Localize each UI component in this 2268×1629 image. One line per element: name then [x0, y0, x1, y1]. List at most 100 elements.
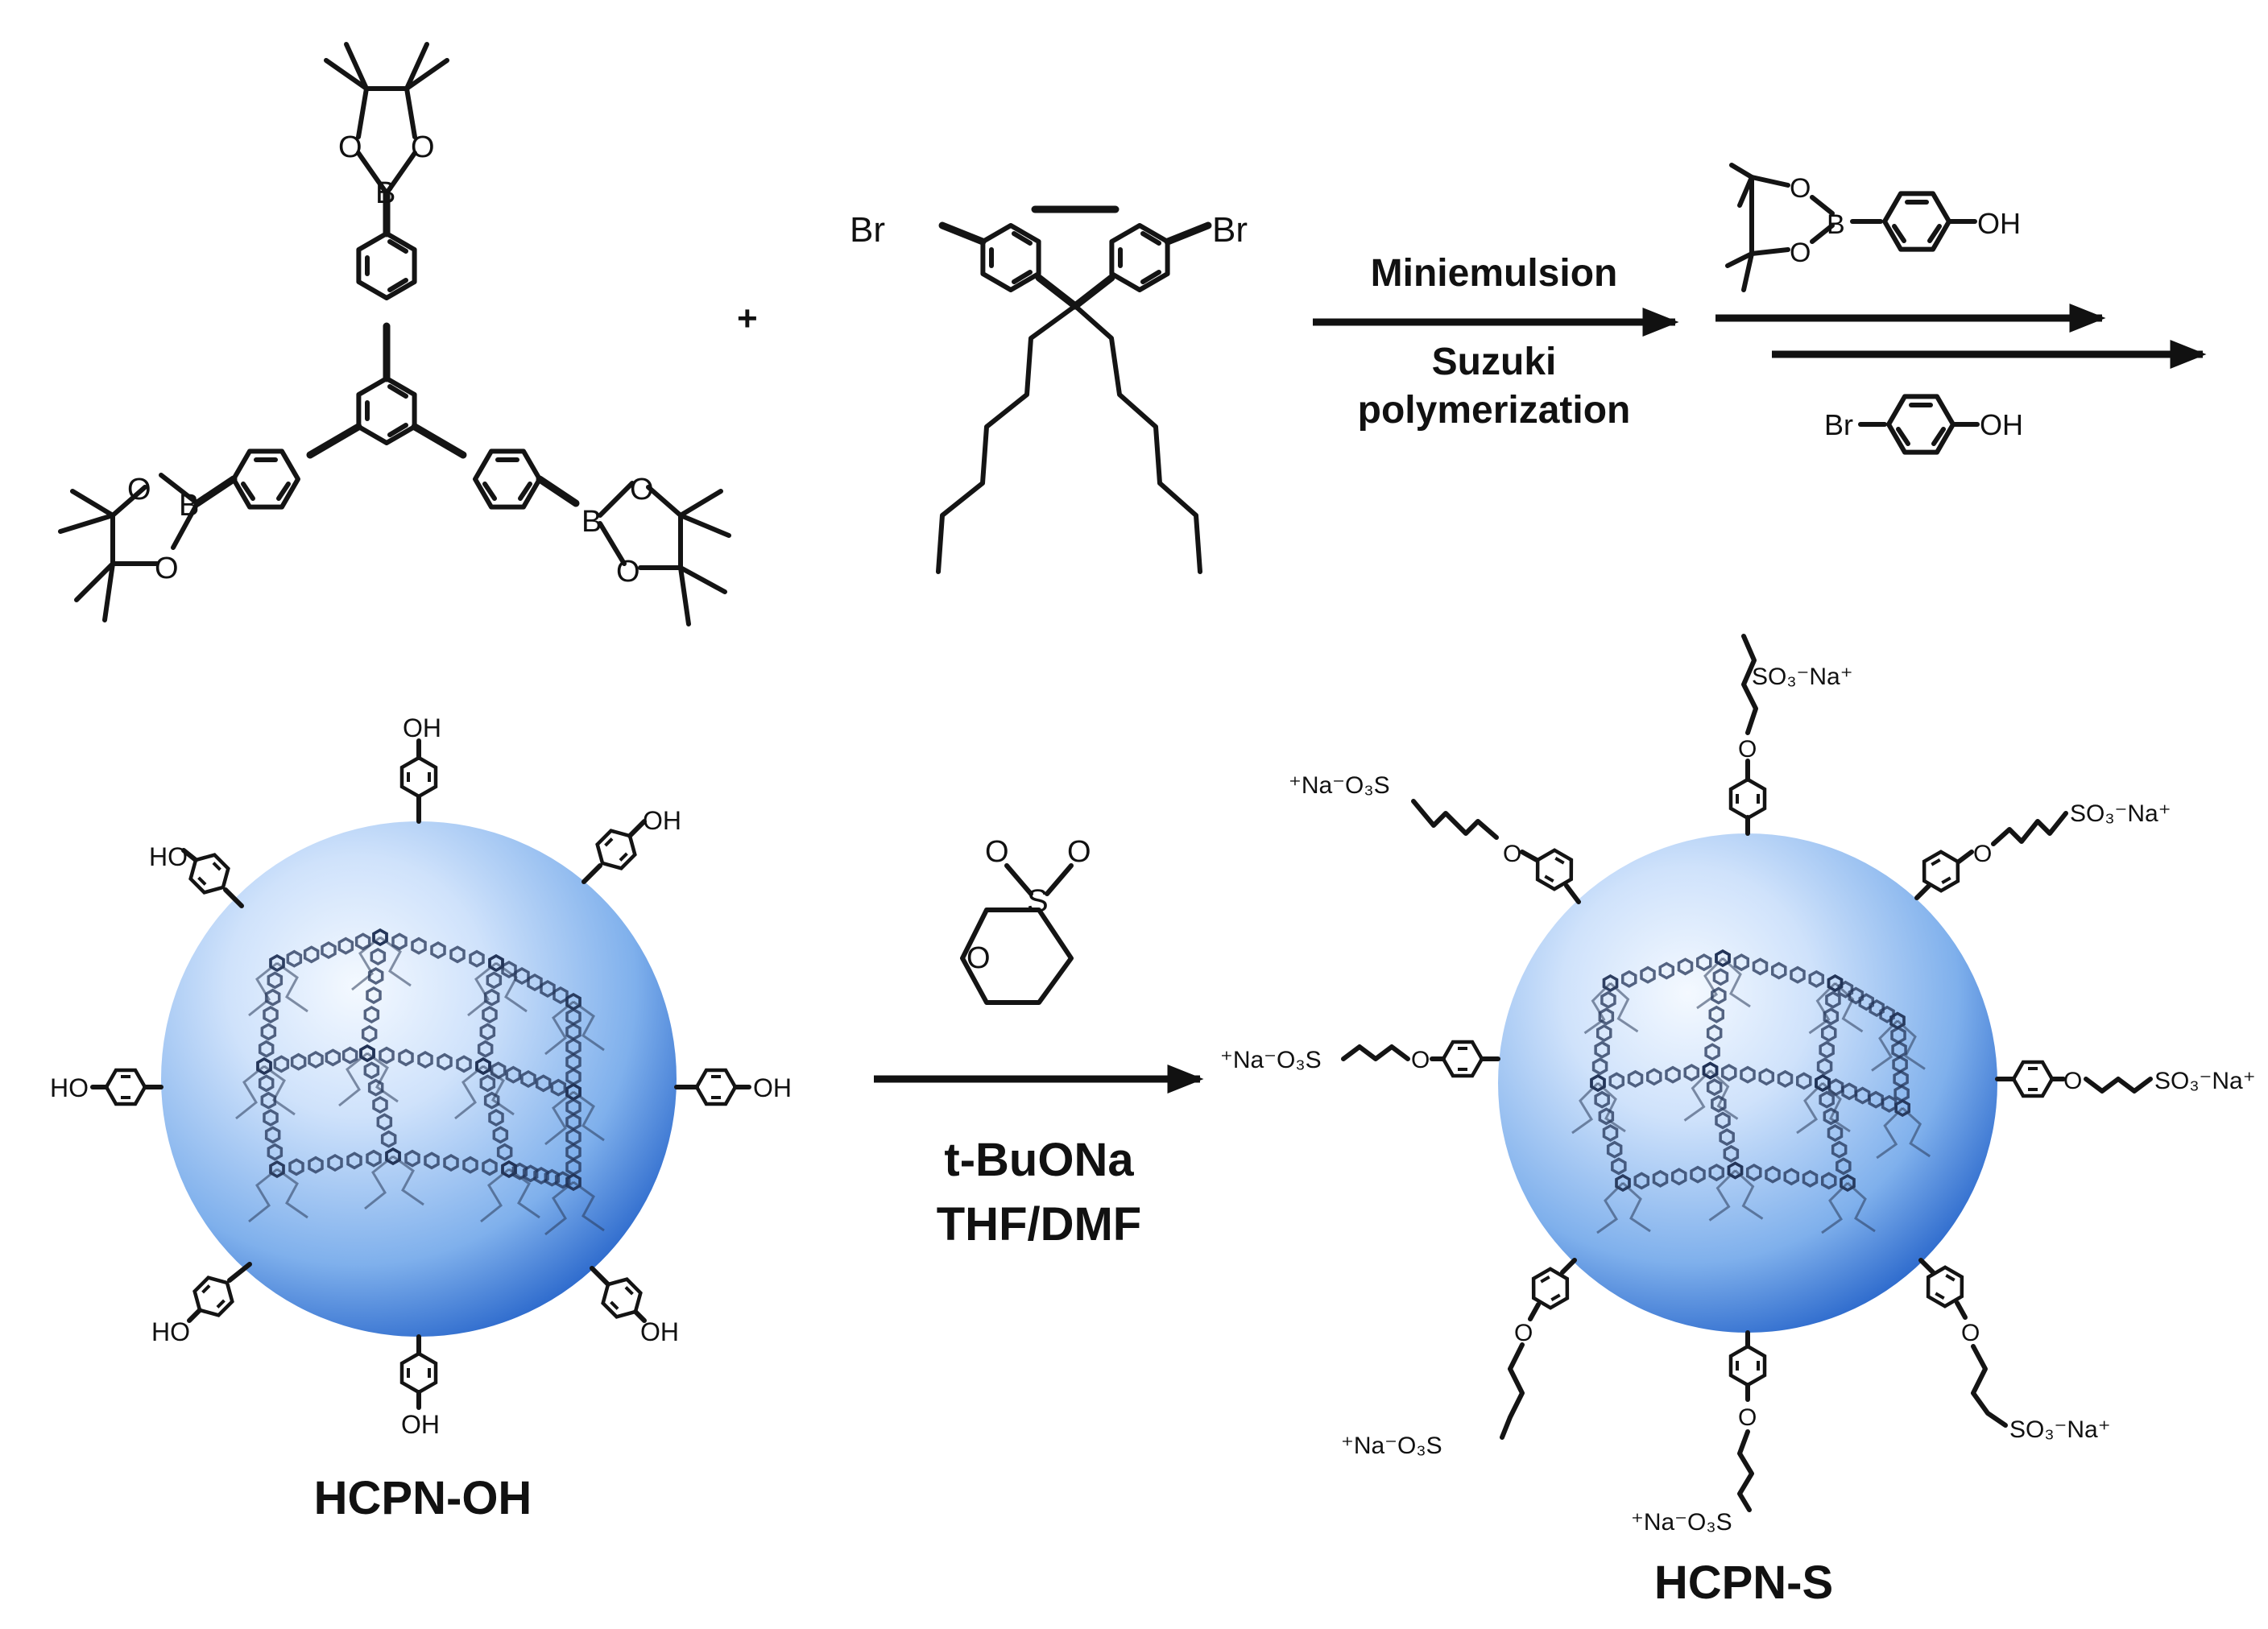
alkyl-side-chain — [351, 936, 381, 991]
hydroxyphenyl-group-upper-left: HO — [149, 842, 244, 908]
sultone-S: S — [1027, 883, 1049, 919]
step1-label-bottom-1: Suzuki — [1432, 341, 1557, 383]
sulfonate-arm-left: O ⁺Na⁻O₃S — [1220, 1042, 1500, 1076]
hydroxyphenyl-group-top: OH — [402, 713, 441, 824]
reagent-bottom-bromine: Br — [1824, 408, 1853, 441]
alkyl-side-chain — [276, 961, 308, 1013]
alkyl-side-chain — [1708, 1169, 1736, 1222]
sultone-O: O — [966, 941, 991, 975]
alkyl-side-chain — [495, 961, 528, 1013]
ether-oxygen: O — [1961, 1320, 1980, 1346]
sulfonate-label: ⁺Na⁻O₃S — [1631, 1509, 1732, 1536]
ether-oxygen: O — [1411, 1047, 1430, 1073]
alkyl-side-chain — [1876, 1106, 1904, 1160]
alkyl-side-chain — [338, 1052, 368, 1107]
hydroxyl-label: HO — [149, 842, 188, 871]
atom-B: B — [179, 489, 199, 523]
sulfonate-label: SO₃⁻Na⁺ — [2154, 1068, 2256, 1094]
sulfonate-arm-upper-right: O SO₃⁻Na⁺ — [1916, 800, 2171, 900]
sulfonate-arm-bottom: O ⁺Na⁻O₃S — [1631, 1330, 1765, 1536]
ether-oxygen: O — [1514, 1320, 1533, 1346]
alkyl-side-chain — [1834, 982, 1864, 1033]
step1-label-top: Miniemulsion — [1371, 252, 1618, 295]
alkyl-side-chain — [276, 1168, 308, 1219]
atom-O: O — [616, 555, 640, 589]
alkyl-side-chain — [1808, 982, 1836, 1035]
alkyl-side-chain — [366, 1052, 399, 1103]
plus-sign: + — [737, 299, 758, 338]
sulfonate-arm-upper-left: O ⁺Na⁻O₃S — [1289, 772, 1579, 904]
monomer-a-structure: O O B O B O B O O — [58, 42, 731, 626]
hydroxyphenyl-group-left: HO — [50, 1070, 163, 1104]
hydroxyphenyl-group-upper-right: OH — [581, 806, 681, 884]
alkyl-side-chain — [1734, 1169, 1764, 1220]
particle-hcpn-s: O SO₃⁻Na⁺ O ⁺Na⁻O₃S O SO₃⁻Na⁺ O — [1220, 634, 2256, 1609]
alkyl-side-chain — [544, 1090, 574, 1146]
alkyl-side-chain — [1846, 1181, 1876, 1233]
ether-oxygen: O — [1973, 841, 1992, 867]
hydroxyl-label: HO — [151, 1317, 190, 1346]
alkyl-side-chain — [508, 1168, 540, 1219]
hydroxyl-label: OH — [403, 713, 441, 742]
alkyl-side-chain — [1571, 1081, 1600, 1135]
hydroxyphenyl-group-lower-right: OH — [590, 1266, 679, 1346]
reagent-B: B — [1827, 209, 1845, 240]
alkyl-side-chain — [1902, 1106, 1931, 1158]
alkyl-side-chain — [467, 961, 497, 1017]
alkyl-side-chain — [248, 1168, 278, 1223]
ether-oxygen: O — [1503, 841, 1521, 867]
alkyl-side-chain — [1609, 982, 1639, 1033]
hydroxyl-label: OH — [401, 1410, 440, 1439]
hydroxyl-label: OH — [753, 1073, 792, 1102]
step1-arrow-group: Miniemulsion Suzuki polymerization — [1313, 252, 1679, 432]
monomer-b-structure: Br Br — [850, 205, 1248, 574]
alkyl-side-chain — [1621, 1181, 1651, 1233]
alkyl-side-chain — [482, 1065, 515, 1116]
sulfonate-arm-right: O SO₃⁻Na⁺ — [1995, 1062, 2256, 1096]
alkyl-side-chain — [544, 1000, 574, 1056]
alkyl-side-chain — [1796, 1081, 1824, 1135]
alkyl-side-chain — [480, 1168, 510, 1223]
alkyl-side-chain — [573, 1090, 605, 1142]
alkyl-side-chain — [573, 1180, 605, 1232]
sulfonate-label: ⁺Na⁻O₃S — [1289, 772, 1390, 799]
atom-O: O — [630, 473, 654, 506]
hydroxyl-label: OH — [640, 1317, 679, 1346]
atom-O: O — [127, 473, 151, 506]
alkyl-side-chain — [1583, 982, 1612, 1035]
bromine-right: Br — [1212, 210, 1248, 250]
sulfonate-arm-top: O SO₃⁻Na⁺ — [1731, 634, 1853, 836]
sulfonate-label: SO₃⁻Na⁺ — [2009, 1416, 2111, 1443]
ether-oxygen: O — [1738, 1404, 1757, 1431]
alkyl-side-chain — [1596, 1181, 1624, 1234]
step3-arrow-group: S O O O t-BuONa THF/DMF — [874, 835, 1204, 1251]
alkyl-side-chain — [1871, 1019, 1899, 1072]
alkyl-side-chain — [544, 1180, 574, 1236]
alkyl-side-chain — [1821, 1081, 1851, 1133]
alkyl-side-chain — [1721, 957, 1751, 1008]
alkyl-side-chain — [1821, 1181, 1849, 1234]
sulfonate-arm-lower-left: O ⁺Na⁻O₃S — [1341, 1258, 1575, 1459]
sulfonate-label: SO₃⁻Na⁺ — [1752, 664, 1853, 690]
alkyl-side-chain — [1696, 957, 1724, 1010]
particle-name-hcpn-s: HCPN-S — [1654, 1557, 1833, 1609]
sulfonate-label: SO₃⁻Na⁺ — [2070, 800, 2171, 827]
polymer-network — [1571, 949, 1931, 1234]
alkyl-side-chain — [392, 1155, 424, 1206]
bromine-left: Br — [850, 210, 885, 250]
alkyl-side-chain — [1683, 1069, 1711, 1122]
sultone-O: O — [985, 835, 1009, 869]
alkyl-side-chain — [1596, 1081, 1626, 1133]
alkyl-side-chain — [454, 1065, 484, 1120]
alkyl-side-chain — [573, 1000, 605, 1052]
reagent-O: O — [1790, 173, 1811, 204]
sultone-ring — [960, 908, 1074, 1005]
hydroxyphenyl-group-lower-left: HO — [151, 1262, 252, 1346]
sulfonate-arm-lower-right: O SO₃⁻Na⁺ — [1920, 1258, 2111, 1443]
polymer-network — [235, 928, 605, 1236]
nanoparticle-sphere — [161, 821, 677, 1337]
particle-hcpn-oh: OH OH HO HO OH — [50, 713, 792, 1524]
sultone-O: O — [1067, 835, 1091, 869]
hydroxyl-label: HO — [50, 1073, 89, 1102]
